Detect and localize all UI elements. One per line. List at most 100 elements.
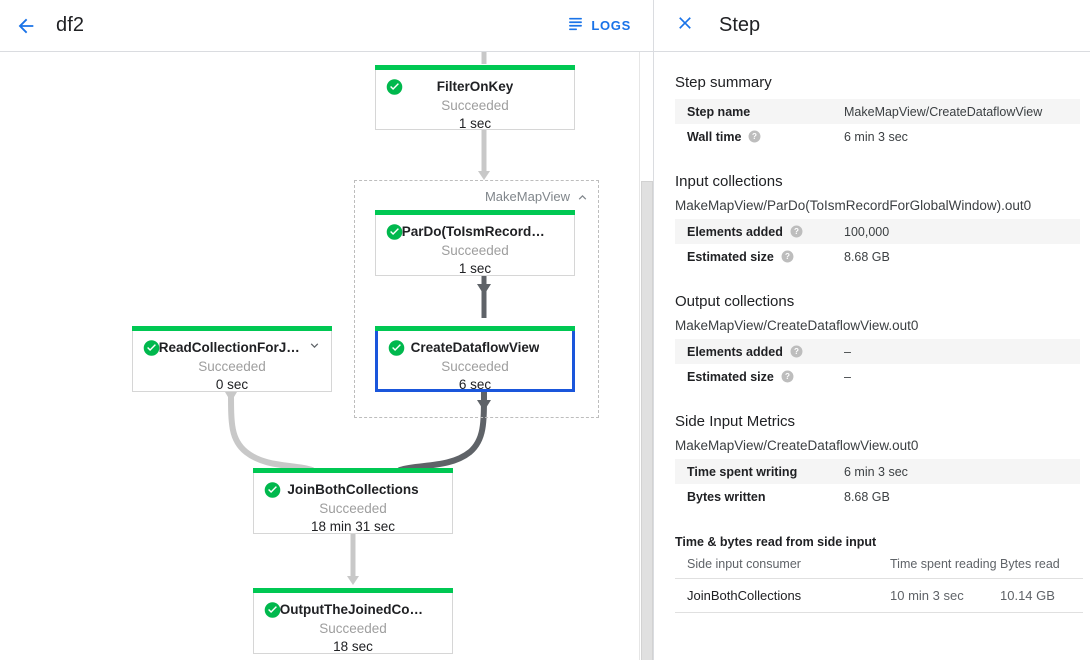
kv-label: Estimated size <box>687 249 774 264</box>
chevron-up-icon[interactable] <box>575 190 590 210</box>
table-row: Estimated size ? – <box>675 364 1080 389</box>
check-circle-icon <box>264 601 281 618</box>
graph-node-filter-on-key[interactable]: FilterOnKey Succeeded 1 sec <box>375 65 575 131</box>
node-status-bar <box>375 210 575 215</box>
composite-group-label: MakeMapView <box>484 189 570 204</box>
step-panel-header: Step <box>653 0 1090 52</box>
help-icon[interactable]: ? <box>748 130 761 143</box>
node-status-bar <box>253 468 453 473</box>
kv-value: MakeMapView/CreateDataflowView <box>844 104 1043 119</box>
node-duration: 1 sec <box>458 116 492 131</box>
graph-node-pardo-toismrecordfor[interactable]: ParDo(ToIsmRecordFor… Succeeded 1 sec <box>375 210 575 276</box>
list-icon <box>567 15 584 37</box>
check-circle-icon <box>388 339 405 356</box>
graph-scrollbar-thumb[interactable] <box>641 181 653 660</box>
back-button[interactable] <box>6 6 46 46</box>
svg-text:?: ? <box>794 227 799 236</box>
cell-bytes-read: 10.14 GB <box>1000 578 1083 613</box>
kv-value: 6 min 3 sec <box>844 464 908 479</box>
kv-value: 6 min 3 sec <box>844 129 908 144</box>
graph-node-join-both-collections[interactable]: JoinBothCollections Succeeded 18 min 31 … <box>253 468 453 534</box>
table-row: Elements added ? 100,000 <box>675 219 1080 244</box>
table-row: Step name MakeMapView/CreateDataflowView <box>675 99 1080 124</box>
close-panel-button[interactable] <box>665 6 705 46</box>
table-row: Elements added ? – <box>675 339 1080 364</box>
arrow-left-icon <box>15 15 37 37</box>
table-header-row: Side input consumer Time spent reading B… <box>675 553 1083 579</box>
input-collections-table: Elements added ? 100,000 <box>675 219 1080 269</box>
kv-label: Step name <box>687 104 751 119</box>
help-icon[interactable]: ? <box>790 345 803 358</box>
node-title: ReadCollectionForJoin <box>158 340 306 355</box>
output-collection-name: MakeMapView/CreateDataflowView.out0 <box>675 318 919 333</box>
column-header-side-input-consumer: Side input consumer <box>675 553 890 579</box>
job-graph-canvas[interactable]: MakeMapView <box>0 52 653 660</box>
chevron-down-icon[interactable] <box>307 338 322 358</box>
input-collection-name: MakeMapView/ParDo(ToIsmRecordForGlobalWi… <box>675 198 1032 213</box>
graph-vertical-scrollbar[interactable] <box>639 52 653 660</box>
help-icon[interactable]: ? <box>781 250 794 263</box>
svg-text:?: ? <box>794 347 799 356</box>
node-status: Succeeded <box>198 359 266 374</box>
node-status-bar <box>253 588 453 593</box>
node-title: CreateDataflowView <box>410 340 540 355</box>
svg-text:?: ? <box>752 132 757 141</box>
help-icon[interactable]: ? <box>790 225 803 238</box>
kv-value: 8.68 GB <box>844 249 890 264</box>
check-circle-icon <box>143 339 160 356</box>
node-duration: 1 sec <box>458 261 492 276</box>
node-title: FilterOnKey <box>436 79 514 94</box>
graph-node-output-the-joined-collection[interactable]: OutputTheJoinedCollec… Succeeded 18 sec <box>253 588 453 654</box>
node-status: Succeeded <box>441 359 509 374</box>
kv-value: 8.68 GB <box>844 489 890 504</box>
table-row: Estimated size ? 8.68 GB <box>675 244 1080 269</box>
kv-label: Wall time <box>687 129 742 144</box>
node-status: Succeeded <box>441 243 509 258</box>
cell-side-input-consumer: JoinBothCollections <box>675 578 890 613</box>
node-title: ParDo(ToIsmRecordFor… <box>401 224 549 239</box>
graph-node-read-collection-for-join[interactable]: ReadCollectionForJoin Succeeded 0 sec <box>132 326 332 392</box>
logs-button[interactable]: LOGS <box>567 15 631 37</box>
node-duration: 0 sec <box>215 377 249 392</box>
node-duration: 18 sec <box>333 639 373 654</box>
kv-label: Bytes written <box>687 489 766 504</box>
node-duration: 18 min 31 sec <box>310 519 396 534</box>
node-status-bar <box>375 326 575 331</box>
check-circle-icon <box>386 78 403 95</box>
node-duration: 6 sec <box>458 377 492 392</box>
kv-label: Elements added <box>687 344 783 359</box>
kv-label: Elements added <box>687 224 783 239</box>
step-summary-heading: Step summary <box>675 74 772 91</box>
output-collections-heading: Output collections <box>675 293 795 310</box>
logs-label: LOGS <box>591 18 631 33</box>
check-circle-icon <box>264 481 281 498</box>
step-summary-table: Step name MakeMapView/CreateDataflowView… <box>675 99 1080 149</box>
table-row[interactable]: JoinBothCollections 10 min 3 sec 10.14 G… <box>675 578 1083 613</box>
table-row: Time spent writing 6 min 3 sec <box>675 459 1080 484</box>
cell-time-spent-reading: 10 min 3 sec <box>890 578 1000 613</box>
column-header-time-spent-reading: Time spent reading <box>890 553 1000 579</box>
graph-node-create-dataflow-view[interactable]: CreateDataflowView Succeeded 6 sec <box>375 326 575 392</box>
panel-title: Step <box>719 14 761 36</box>
job-toolbar: df2 LOGS <box>0 0 653 52</box>
side-input-read-table: Side input consumer Time spent reading B… <box>675 553 1083 613</box>
kv-value: – <box>844 369 851 384</box>
composite-group-makemapview[interactable]: MakeMapView <box>354 180 599 418</box>
step-panel-body: Step summary Step name MakeMapView/Creat… <box>653 52 1090 613</box>
help-icon[interactable]: ? <box>781 370 794 383</box>
job-name: df2 <box>56 14 85 36</box>
side-input-metrics-table: Time spent writing 6 min 3 sec Bytes wri… <box>675 459 1080 509</box>
side-input-metrics-heading: Side Input Metrics <box>675 413 796 430</box>
check-circle-icon <box>386 223 403 240</box>
side-input-collection-name: MakeMapView/CreateDataflowView.out0 <box>675 438 919 453</box>
node-title: OutputTheJoinedCollec… <box>279 602 427 617</box>
kv-value: – <box>844 344 851 359</box>
side-input-read-heading: Time & bytes read from side input <box>675 535 877 549</box>
svg-text:?: ? <box>785 372 790 381</box>
output-collections-table: Elements added ? – <box>675 339 1080 389</box>
svg-text:?: ? <box>785 252 790 261</box>
column-header-bytes-read: Bytes read <box>1000 553 1083 579</box>
job-graph-panel: df2 LOGS <box>0 0 653 660</box>
input-collections-heading: Input collections <box>675 173 783 190</box>
